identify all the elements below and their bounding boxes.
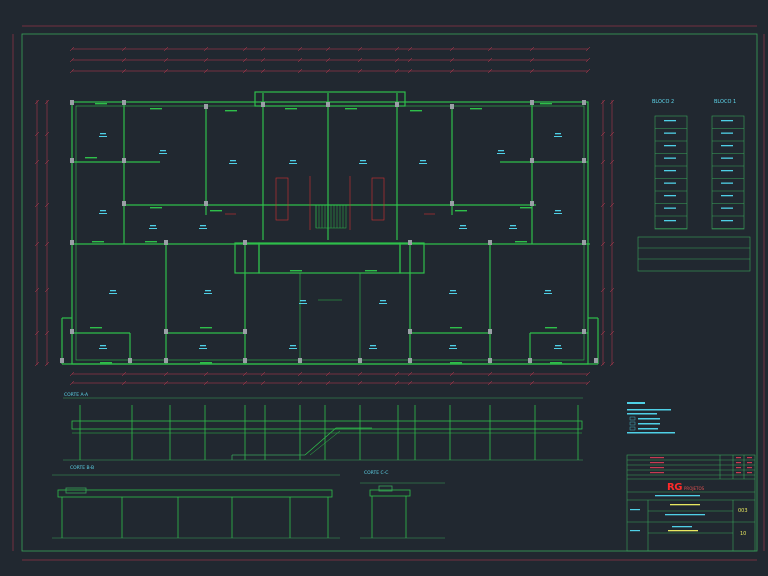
company-logo: RG [667, 482, 682, 493]
section-cc-title: CORTE C-C [364, 471, 389, 476]
section-aa-title: CORTE A-A [64, 393, 89, 398]
title-block [626, 454, 756, 552]
sheet-number: 10 [740, 531, 747, 537]
notes-legend [627, 402, 675, 434]
floor-plan [34, 46, 615, 386]
company-logo-text: PROJETOS [684, 486, 705, 491]
block-1-title: BLOCO 1 [714, 99, 737, 105]
sheet-border [21, 33, 758, 552]
section-drawings [52, 397, 583, 539]
block-schedule-tables [637, 115, 751, 272]
block-2-title: BLOCO 2 [652, 99, 675, 105]
sheet-code: 003 [738, 508, 748, 514]
section-bb-title: CORTE B-B [70, 466, 95, 471]
